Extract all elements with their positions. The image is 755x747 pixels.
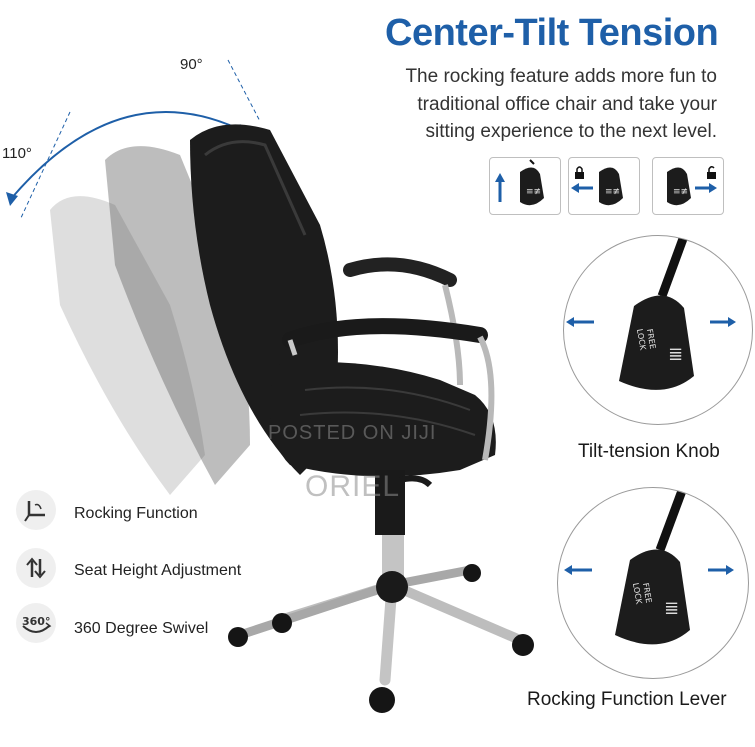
- tilt-tension-knob-closeup: FREE LOCK ≣: [563, 235, 753, 425]
- knob-state-unlock-box: ≡≢: [652, 157, 724, 215]
- height-adjust-icon: [16, 548, 56, 588]
- arrow-right-icon: [710, 317, 736, 327]
- ghost-backrest-far: [50, 196, 205, 495]
- feature-rocking-function: Rocking Function: [74, 505, 198, 522]
- chair-armrest-front: [282, 318, 495, 461]
- lever-stem: [655, 488, 688, 552]
- lever-paddle: [615, 549, 690, 645]
- small-knob-icon: ≡≢: [599, 167, 623, 206]
- chair-star-base: [235, 565, 525, 686]
- knob-paddle: [619, 295, 694, 390]
- chair-casters: [228, 564, 534, 713]
- rocking-function-lever-closeup: FREE LOCK ≣: [557, 487, 749, 679]
- ghost-backrest-mid: [105, 146, 250, 485]
- arrow-right-icon: [695, 183, 717, 193]
- knob-text-free: FREE: [645, 328, 657, 350]
- knob-state-lock-box: ≡≢: [568, 157, 640, 215]
- rocking-function-lever-caption: Rocking Function Lever: [527, 689, 727, 710]
- svg-text:≡≢: ≡≢: [605, 187, 620, 197]
- angle-label-upright: 90°: [180, 56, 203, 73]
- description-line-3: sitting experience to the next level.: [425, 121, 717, 142]
- svg-text:≡≢: ≡≢: [673, 187, 688, 197]
- watermark-line-1: POSTED ON JIJI: [268, 422, 437, 444]
- svg-text:≡≢: ≡≢: [526, 187, 541, 197]
- lever-text-lock: LOCK: [631, 582, 644, 605]
- office-chair-illustration: [50, 124, 534, 713]
- knob-stem: [657, 236, 689, 298]
- small-knob-icon: ≡≢: [667, 167, 691, 206]
- arrow-left-icon: [571, 183, 593, 193]
- swivel-360-icon: 360°: [16, 603, 56, 643]
- page-title: Center-Tilt Tension: [385, 12, 719, 54]
- arrow-left-icon: [564, 565, 592, 575]
- angle-label-reclined: 110°: [2, 145, 32, 162]
- description-line-1: The rocking feature adds more fun to: [405, 66, 717, 87]
- chair-armrest-back: [343, 257, 463, 386]
- feature-360-degree-swivel: 360 Degree Swivel: [74, 620, 209, 637]
- knob-state-up-box: ≡≢: [489, 157, 561, 215]
- tilt-tension-knob-caption: Tilt-tension Knob: [578, 441, 720, 462]
- knob-symbol: ≣: [668, 344, 683, 365]
- unlock-icon: [707, 165, 716, 179]
- chair-seat: [270, 362, 496, 477]
- lock-icon: [575, 166, 584, 179]
- watermark-line-2: ORIEL: [305, 470, 401, 503]
- feature-seat-height-adjustment: Seat Height Adjustment: [74, 562, 242, 579]
- arrow-left-icon: [566, 317, 594, 327]
- swivel-icon-text: 360°: [22, 615, 50, 628]
- small-knob-icon: ≡≢: [520, 159, 544, 206]
- description-line-2: traditional office chair and take your: [417, 94, 717, 115]
- knob-text-lock: LOCK: [635, 328, 648, 351]
- arrow-up-icon: [495, 173, 505, 202]
- rocking-icon: [16, 490, 56, 530]
- arrow-right-icon: [708, 565, 734, 575]
- lever-symbol: ≣: [664, 598, 679, 619]
- arc-arrow-head-left: [6, 192, 18, 206]
- lever-text-free: FREE: [641, 582, 653, 604]
